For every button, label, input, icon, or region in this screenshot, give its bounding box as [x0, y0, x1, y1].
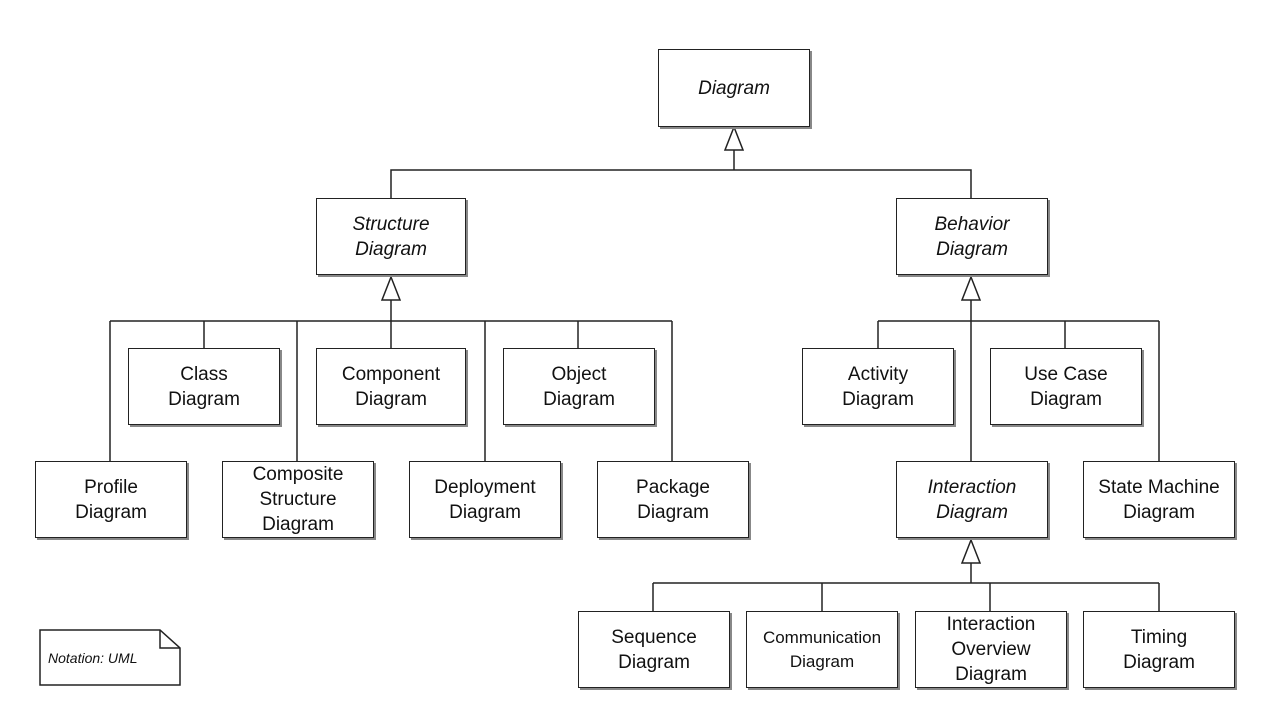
note-shape — [39, 629, 181, 686]
statemachine-diagram-label-1: State Machine — [1098, 476, 1220, 498]
notation-note-text: Notation: UML — [48, 649, 138, 666]
generalization-arrow-interaction — [960, 537, 982, 564]
component-diagram-label-1: Component — [341, 363, 441, 385]
composite-structure-diagram-box: Composite Structure Diagram — [222, 461, 374, 538]
connector-structure-to-diagram — [390, 169, 972, 198]
deployment-diagram-label-1: Deployment — [434, 476, 536, 498]
structure-diagram-label-2: Diagram — [355, 238, 427, 260]
behavior-diagram-box: Behavior Diagram — [896, 198, 1048, 275]
class-diagram-box: Class Diagram — [128, 348, 280, 425]
composite-diagram-label-2: Structure — [259, 489, 337, 510]
component-diagram-label-2: Diagram — [355, 388, 427, 410]
class-diagram-label-2: Diagram — [168, 388, 240, 410]
state-machine-diagram-box: State Machine Diagram — [1083, 461, 1235, 538]
sequence-diagram-label-2: Diagram — [618, 651, 690, 673]
interaction-diagram-label-1: Interaction — [927, 476, 1017, 498]
activity-diagram-label-1: Activity — [847, 363, 909, 385]
generalization-arrow-root — [723, 124, 745, 151]
object-diagram-label-1: Object — [551, 363, 607, 385]
communication-diagram-box: Communication Diagram — [746, 611, 898, 688]
interaction-diagram-label-2: Diagram — [936, 501, 1008, 523]
communication-diagram-label-1: Communication — [762, 627, 882, 647]
object-diagram-box: Object Diagram — [503, 348, 655, 425]
diagram-box-label: Diagram — [698, 77, 770, 99]
note-fold — [159, 630, 180, 649]
statemachine-diagram-label-2: Diagram — [1123, 501, 1195, 523]
activity-diagram-label-2: Diagram — [842, 388, 914, 410]
overview-diagram-label-3: Diagram — [955, 664, 1027, 685]
interaction-overview-diagram-box: Interaction Overview Diagram — [915, 611, 1067, 688]
usecase-diagram-label-1: Use Case — [1024, 363, 1108, 385]
sequence-diagram-label-1: Sequence — [611, 626, 697, 648]
interaction-diagram-box: Interaction Diagram — [896, 461, 1048, 538]
deployment-diagram-box: Deployment Diagram — [409, 461, 561, 538]
composite-diagram-label-1: Composite — [252, 464, 344, 485]
object-diagram-label-2: Diagram — [543, 388, 615, 410]
activity-diagram-box: Activity Diagram — [802, 348, 954, 425]
profile-diagram-label-1: Profile — [84, 476, 138, 498]
profile-diagram-box: Profile Diagram — [35, 461, 187, 538]
generalization-arrow-behavior — [960, 274, 982, 301]
package-diagram-label-1: Package — [636, 476, 710, 498]
behavior-diagram-label-1: Behavior — [934, 213, 1010, 235]
structure-diagram-box: Structure Diagram — [316, 198, 466, 275]
timing-diagram-box: Timing Diagram — [1083, 611, 1235, 688]
timing-diagram-label-2: Diagram — [1123, 651, 1195, 673]
component-diagram-box: Component Diagram — [316, 348, 466, 425]
overview-diagram-label-1: Interaction — [946, 614, 1036, 635]
deployment-diagram-label-2: Diagram — [449, 501, 521, 523]
class-diagram-label-1: Class — [180, 363, 228, 385]
package-diagram-box: Package Diagram — [597, 461, 749, 538]
timing-diagram-label-1: Timing — [1130, 626, 1188, 648]
profile-diagram-label-2: Diagram — [75, 501, 147, 523]
overview-diagram-label-2: Overview — [951, 639, 1031, 660]
communication-diagram-label-2: Diagram — [789, 651, 855, 671]
behavior-diagram-label-2: Diagram — [936, 238, 1008, 260]
structure-diagram-label-1: Structure — [352, 213, 430, 235]
package-diagram-label-2: Diagram — [637, 501, 709, 523]
diagram-box: Diagram — [658, 49, 810, 127]
sequence-diagram-box: Sequence Diagram — [578, 611, 730, 688]
usecase-diagram-label-2: Diagram — [1030, 388, 1102, 410]
composite-diagram-label-3: Diagram — [262, 514, 334, 535]
generalization-arrow-structure — [380, 274, 402, 301]
notation-note: Notation: UML — [48, 630, 168, 685]
use-case-diagram-box: Use Case Diagram — [990, 348, 1142, 425]
